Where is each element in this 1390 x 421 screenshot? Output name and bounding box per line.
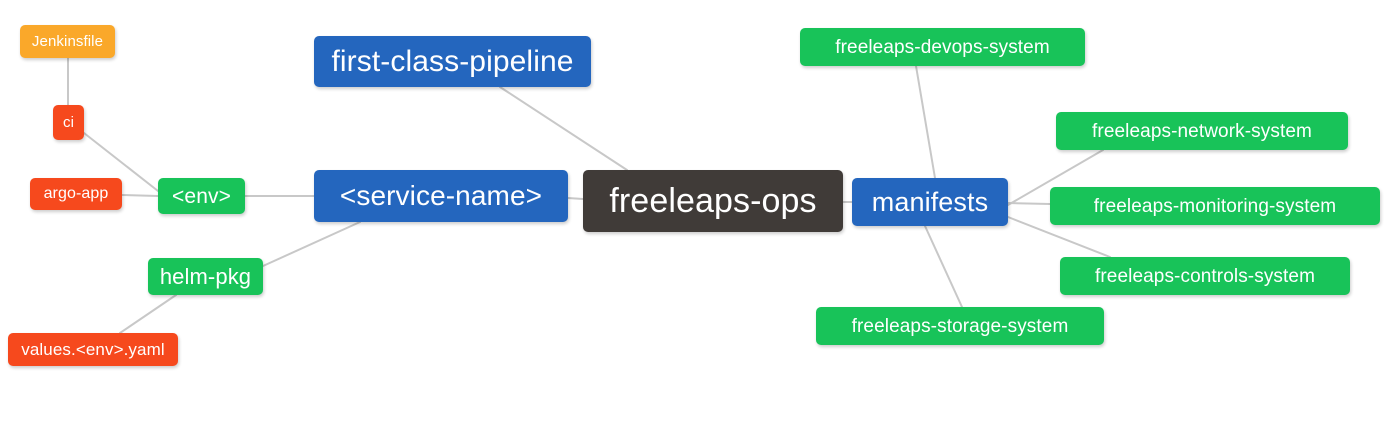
- edge-helm-pkg-to-service-name: [262, 221, 361, 267]
- mindmap-node-storage-system[interactable]: freeleaps-storage-system: [816, 307, 1104, 345]
- mindmap-node-freeleaps-ops[interactable]: freeleaps-ops: [583, 170, 843, 232]
- mindmap-node-argo-app[interactable]: argo-app: [30, 178, 122, 210]
- edge-manifests-to-devops-system: [915, 65, 936, 179]
- mindmap-node-manifests[interactable]: manifests: [852, 178, 1008, 226]
- mindmap-node-values-yaml[interactable]: values.<env>.yaml: [8, 333, 178, 366]
- edge-argo-app-to-env: [121, 194, 159, 197]
- mindmap-node-controls-system[interactable]: freeleaps-controls-system: [1060, 257, 1350, 295]
- edge-manifests-to-monitoring-system: [1007, 202, 1051, 205]
- mindmap-node-ci[interactable]: ci: [53, 105, 84, 140]
- edge-values-yaml-to-helm-pkg: [119, 294, 177, 334]
- mindmap-node-first-class-pipeline[interactable]: first-class-pipeline: [314, 36, 591, 87]
- edge-manifests-to-storage-system: [924, 225, 963, 308]
- mindmap-node-monitoring-system[interactable]: freeleaps-monitoring-system: [1050, 187, 1380, 225]
- mindmap-node-service-name[interactable]: <service-name>: [314, 170, 568, 222]
- mindmap-node-devops-system[interactable]: freeleaps-devops-system: [800, 28, 1085, 66]
- edge-service-name-to-freeleaps-ops: [567, 197, 584, 200]
- mindmap-node-env[interactable]: <env>: [158, 178, 245, 214]
- mindmap-node-network-system[interactable]: freeleaps-network-system: [1056, 112, 1348, 150]
- mindmap-node-jenkinsfile[interactable]: Jenkinsfile: [20, 25, 115, 58]
- edge-first-class-pipeline-to-freeleaps-ops: [499, 86, 628, 171]
- mindmap-node-helm-pkg[interactable]: helm-pkg: [148, 258, 263, 295]
